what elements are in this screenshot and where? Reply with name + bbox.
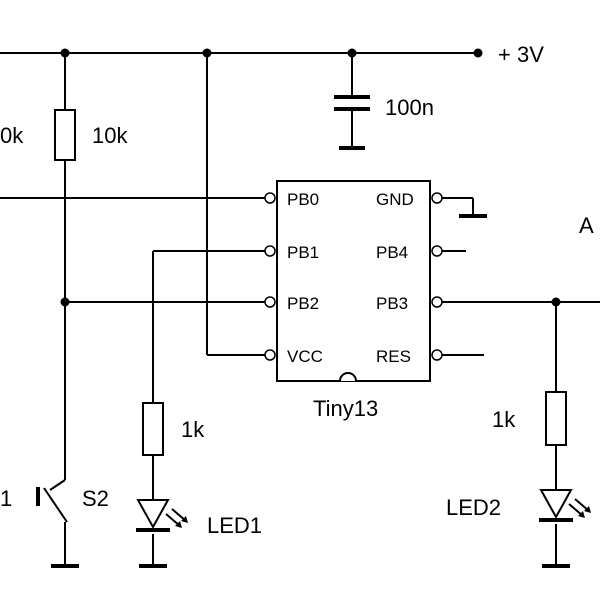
led2-arrowhead bbox=[578, 511, 585, 518]
switch-label-s2: S2 bbox=[82, 486, 109, 511]
wires bbox=[0, 52, 600, 566]
edge-label-clipped: A bbox=[579, 213, 594, 238]
pin-pb0-circle bbox=[264, 192, 276, 204]
ic-name-label: Tiny13 bbox=[313, 396, 378, 421]
switch-label-clipped: 1 bbox=[0, 486, 12, 511]
led1-triangle bbox=[136, 499, 170, 530]
pin-label-res: RES bbox=[376, 347, 411, 366]
ic-notch bbox=[339, 372, 357, 382]
pin-res-circle bbox=[431, 349, 443, 361]
junction-dots bbox=[60, 48, 561, 307]
pin-label-pb0: PB0 bbox=[287, 190, 319, 209]
pin-label-vcc: VCC bbox=[287, 347, 323, 366]
resistor-value-label-1k-led2: 1k bbox=[492, 407, 516, 432]
capacitor-100n bbox=[334, 95, 370, 150]
switch-lever bbox=[49, 479, 66, 491]
pushbutton-s2 bbox=[36, 479, 68, 523]
led2-triangle bbox=[539, 489, 573, 520]
junction-dot bbox=[347, 48, 357, 58]
led2-label: LED2 bbox=[446, 495, 501, 520]
pin-label-pb4: PB4 bbox=[376, 243, 408, 262]
ic-body bbox=[276, 180, 431, 382]
led2-arrowhead bbox=[584, 506, 591, 513]
switch-contact bbox=[43, 487, 68, 523]
pin-pb4-circle bbox=[431, 245, 443, 257]
ic-tiny13: PB0 PB1 PB2 VCC GND PB4 PB3 RES bbox=[264, 180, 443, 382]
pin-label-pb3: PB3 bbox=[376, 294, 408, 313]
resistor-1k-led1 bbox=[142, 402, 164, 456]
ground-symbols bbox=[51, 214, 570, 568]
led1-label: LED1 bbox=[207, 513, 262, 538]
pin-pb2-circle bbox=[264, 296, 276, 308]
resistor-10k bbox=[54, 109, 76, 161]
junction-dot bbox=[551, 297, 561, 307]
junction-dot bbox=[202, 48, 212, 58]
pin-label-gnd: GND bbox=[376, 190, 414, 209]
junction-dot bbox=[60, 297, 70, 307]
led1-arrowhead bbox=[175, 521, 182, 528]
junction-dot bbox=[60, 48, 70, 58]
supply-label: + 3V bbox=[498, 42, 544, 67]
pin-vcc-circle bbox=[264, 349, 276, 361]
resistor-1k-led2 bbox=[545, 391, 567, 446]
resistor-value-label-1k-led1: 1k bbox=[181, 417, 205, 442]
resistor-value-label-10k: 10k bbox=[92, 123, 128, 148]
capacitor-value-label: 100n bbox=[385, 95, 434, 120]
junction-dot bbox=[473, 48, 483, 58]
resistor-value-label-clipped: 0k bbox=[0, 123, 24, 148]
led2-symbol bbox=[539, 489, 591, 522]
led1-symbol bbox=[136, 499, 188, 532]
led1-arrowhead bbox=[181, 516, 188, 523]
pin-label-pb2: PB2 bbox=[287, 294, 319, 313]
pin-gnd-circle bbox=[431, 192, 443, 204]
pin-pb3-circle bbox=[431, 296, 443, 308]
pin-pb1-circle bbox=[264, 245, 276, 257]
pin-label-pb1: PB1 bbox=[287, 243, 319, 262]
